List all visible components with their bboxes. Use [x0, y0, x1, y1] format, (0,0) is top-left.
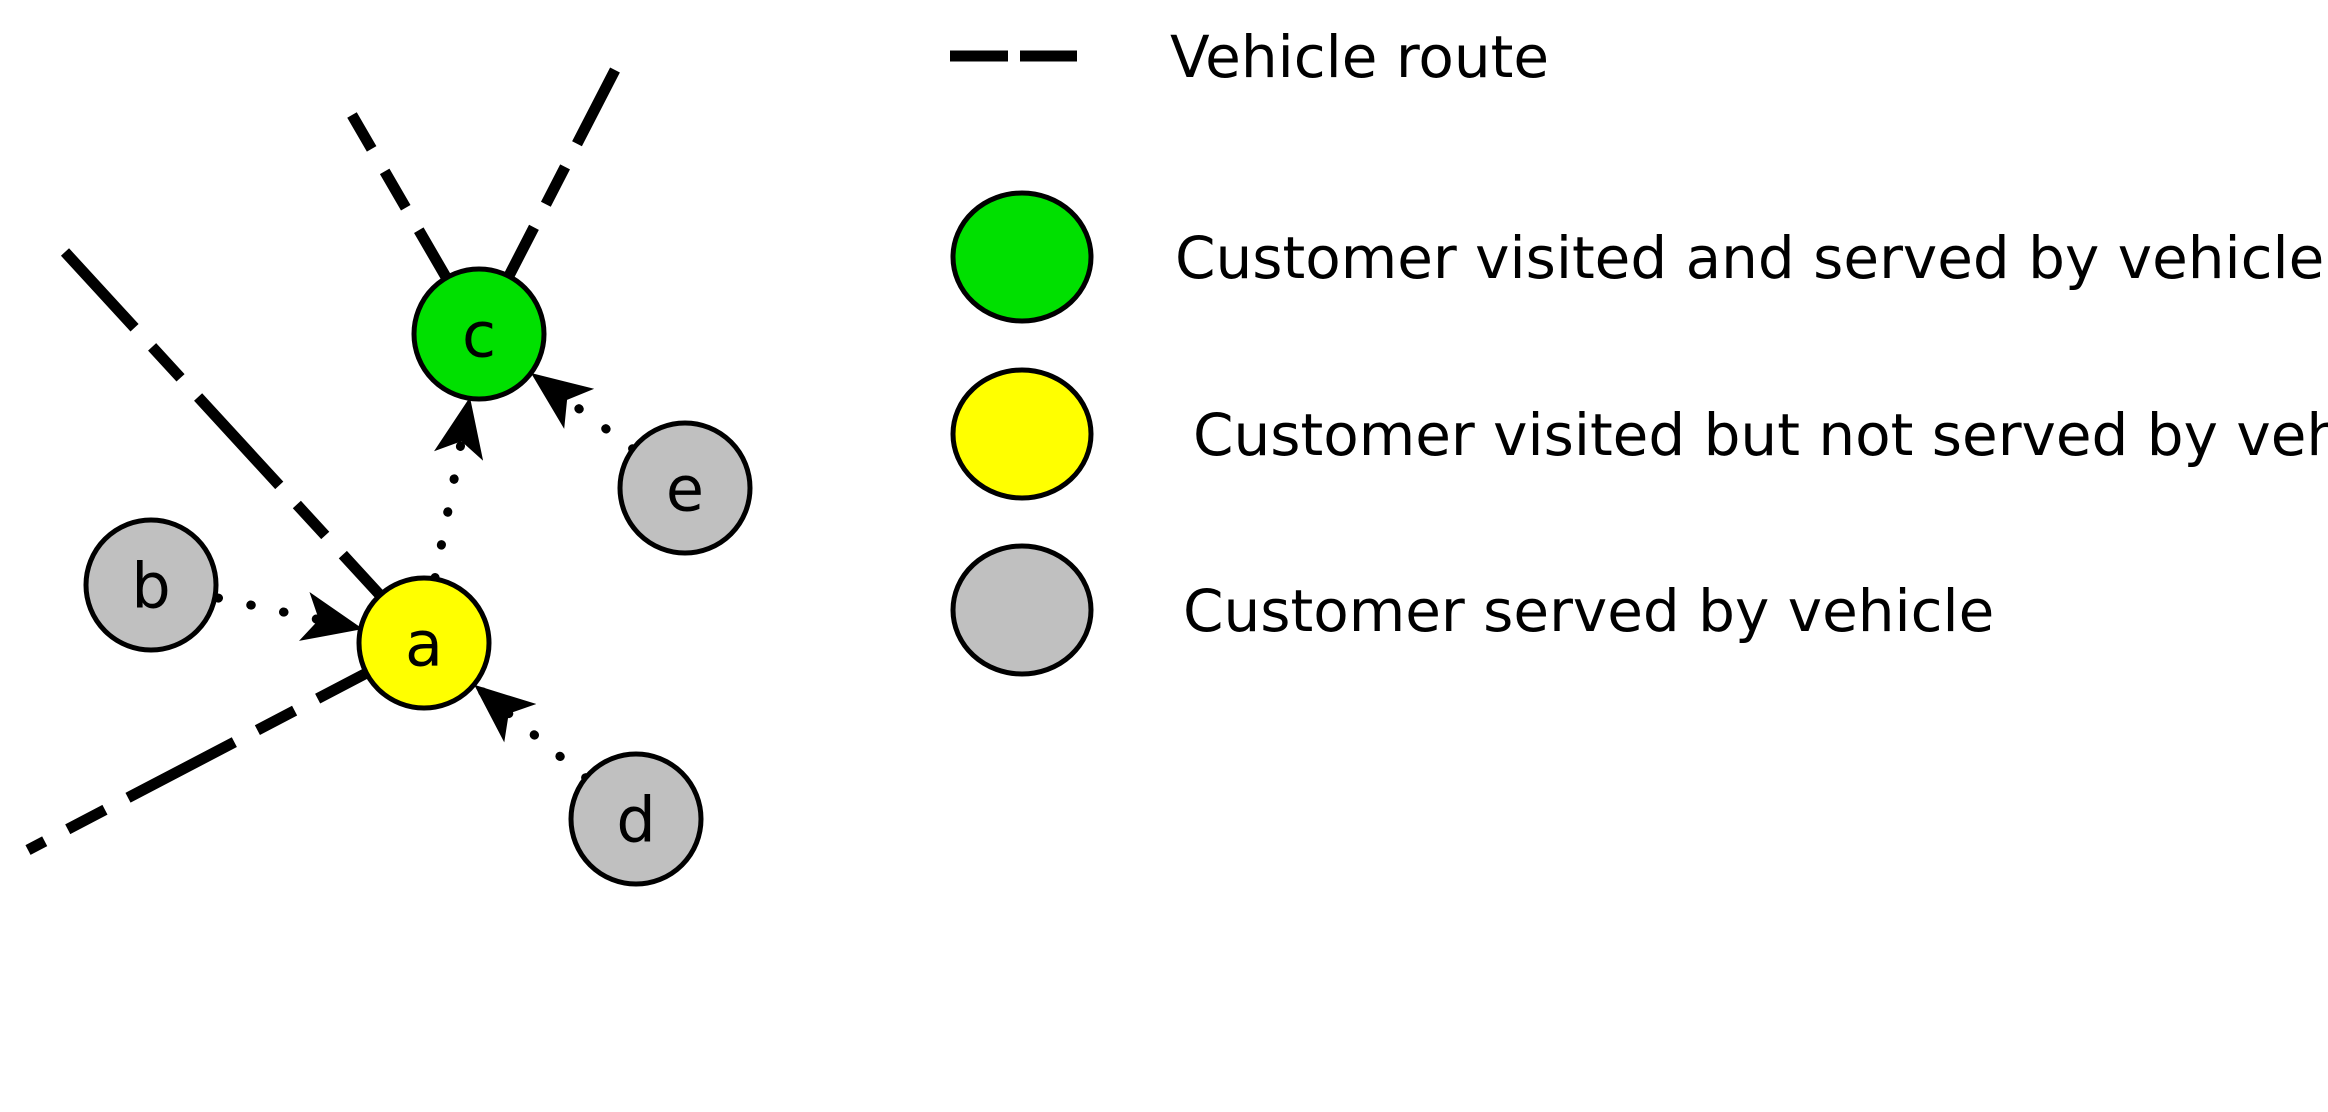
assignment-arrow-e-c — [530, 371, 638, 454]
legend-label-2: Customer visited but not served by vehic… — [1193, 401, 2328, 469]
vehicle-route-lines — [25, 67, 620, 855]
assignment-arrow-a-c — [430, 397, 484, 583]
assignment-arrow-b-a — [213, 592, 363, 641]
node-label-d: d — [616, 783, 655, 856]
node-d — [568, 751, 704, 887]
node-c — [411, 266, 547, 402]
legend-marker-visited_served — [950, 190, 1094, 324]
legend-label-3: Customer served by vehicle — [1183, 577, 1994, 645]
node-label-b: b — [131, 549, 170, 622]
customer-nodes: a b c d e — [83, 266, 753, 887]
legend-label-1: Customer visited and served by vehicle — [1175, 224, 2324, 292]
legend-marker-visited_not_served — [950, 367, 1094, 501]
node-label-a: a — [405, 607, 443, 680]
legend-label-0: Vehicle route — [1170, 23, 1549, 91]
node-label-e: e — [666, 452, 704, 525]
node-a — [356, 575, 492, 711]
node-label-c: c — [462, 298, 496, 371]
legend-marker-served — [950, 543, 1094, 677]
route-through-a-upper-left — [60, 248, 429, 647]
route-through-a-lower-left — [25, 638, 427, 855]
assignment-arrow-d-a — [473, 683, 591, 783]
assignment-arrows — [213, 371, 638, 783]
node-b — [83, 517, 219, 653]
node-e — [617, 420, 753, 556]
